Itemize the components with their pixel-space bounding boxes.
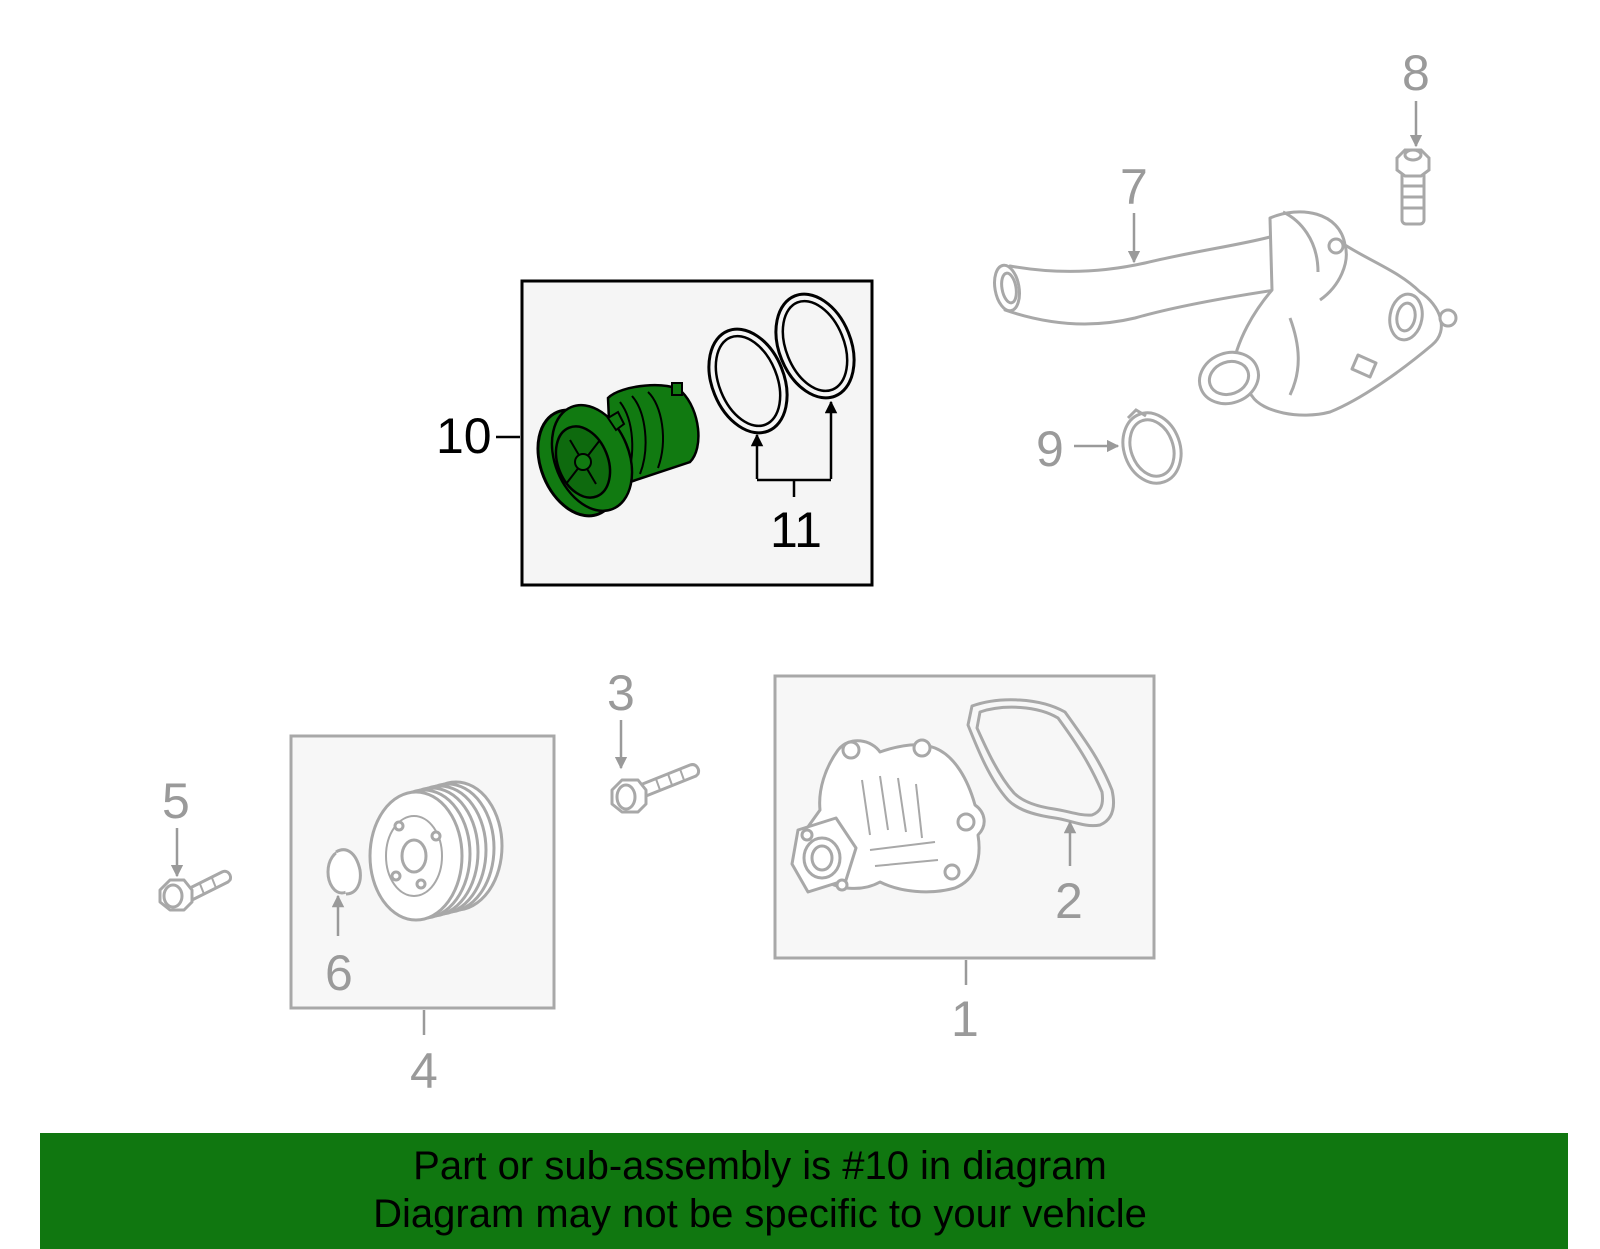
leader-11 — [750, 400, 838, 497]
callout-2: 2 — [1055, 873, 1083, 929]
bolt-part-3[interactable] — [610, 763, 700, 814]
seal-part-9[interactable] — [1113, 405, 1190, 492]
callout-9: 9 — [1036, 421, 1064, 477]
info-banner: Part or sub-assembly is #10 in diagram D… — [40, 1133, 1568, 1249]
banner-line-2: Diagram may not be specific to your vehi… — [373, 1192, 1147, 1236]
callout-10: 10 — [436, 408, 492, 464]
callout-6: 6 — [325, 945, 353, 1001]
callout-3: 3 — [607, 665, 635, 721]
callout-4: 4 — [410, 1043, 438, 1099]
o-ring-seals-11[interactable] — [694, 282, 868, 444]
bolt-part-8[interactable] — [1395, 148, 1431, 226]
callout-8: 8 — [1402, 45, 1430, 101]
banner-line-1: Part or sub-assembly is #10 in diagram — [413, 1144, 1107, 1188]
gasket-part-2[interactable] — [966, 698, 1115, 828]
callout-11: 11 — [770, 502, 822, 558]
cap-part-6[interactable] — [326, 848, 362, 896]
callout-7: 7 — [1120, 159, 1148, 215]
callout-5: 5 — [162, 773, 190, 829]
thermostat-part-10[interactable] — [523, 382, 700, 528]
thermostat-housing-part-7[interactable] — [991, 210, 1458, 417]
pulley-part-4[interactable] — [368, 780, 504, 922]
water-pump-part-1[interactable] — [790, 738, 986, 894]
bolt-part-5[interactable] — [158, 869, 232, 912]
callout-1: 1 — [951, 991, 979, 1047]
